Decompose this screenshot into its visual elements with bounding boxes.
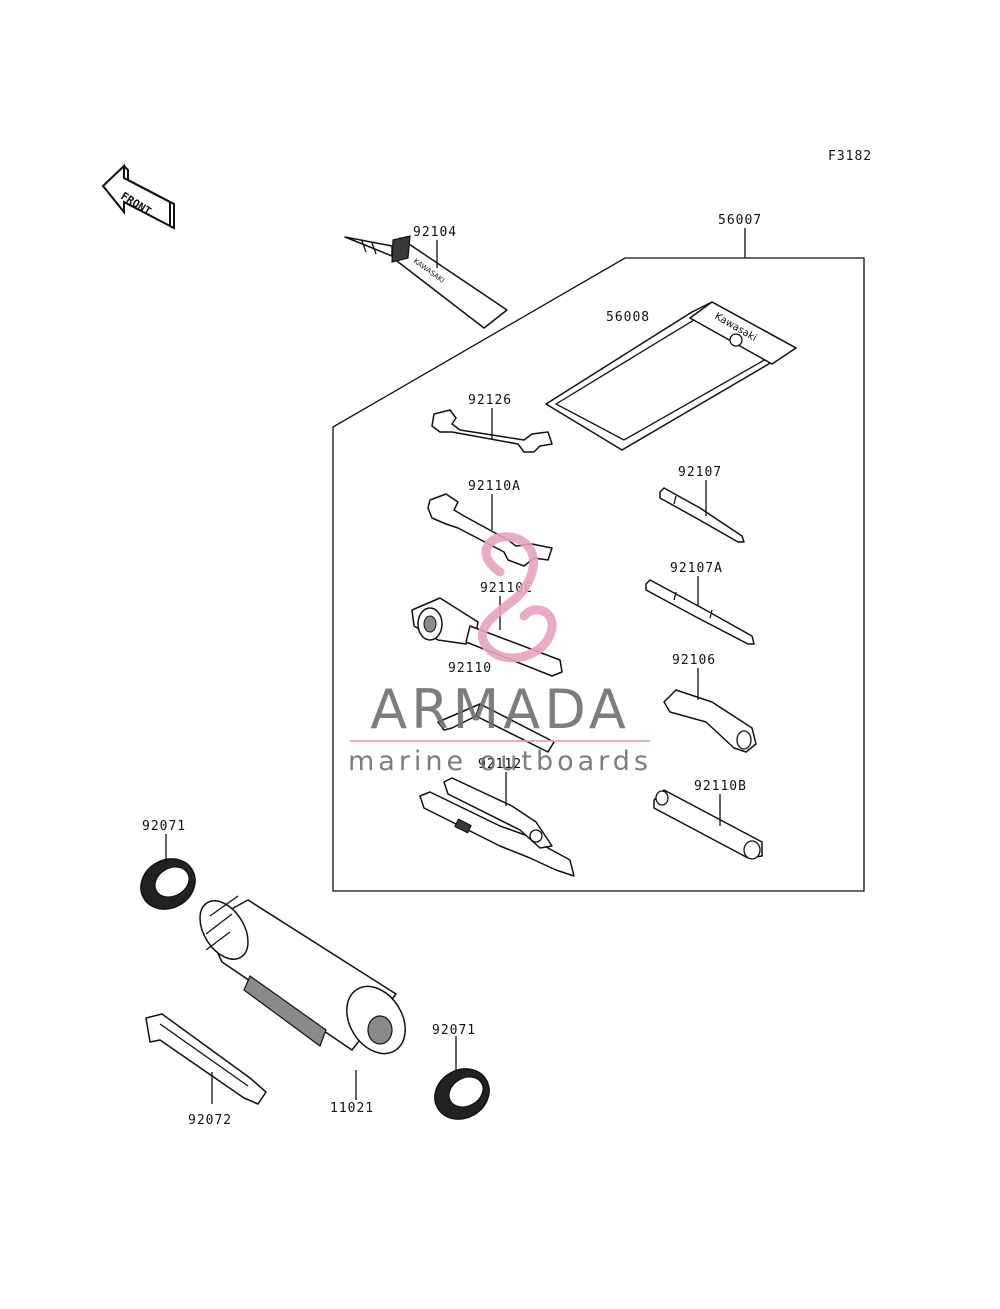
- figure-code: F3182: [828, 149, 872, 164]
- watermark-title: ARMADA: [370, 678, 630, 741]
- air-filter-11021: [199, 895, 406, 1055]
- box-tube-92110B: [653, 789, 763, 860]
- ring-92071-upper: [140, 858, 196, 910]
- watermark-subtitle: marine outboards: [348, 746, 652, 777]
- label-56007: 56007: [718, 213, 762, 228]
- label-92110A: 92110A: [468, 479, 521, 494]
- label-92071-upper: 92071: [142, 819, 186, 834]
- label-92107: 92107: [678, 465, 722, 480]
- label-92106: 92106: [672, 653, 716, 668]
- bracket-92072: [145, 1013, 267, 1105]
- watermark-logo: ARMADA marine outboards: [348, 532, 652, 777]
- ring-92071-lower: [434, 1068, 490, 1120]
- label-92126: 92126: [468, 393, 512, 408]
- wrench-92110A: [427, 493, 553, 567]
- watermark-swirl-icon: [477, 532, 557, 663]
- label-92072: 92072: [188, 1113, 232, 1128]
- label-92112: 92112: [478, 757, 522, 772]
- label-11021: 11021: [330, 1101, 374, 1116]
- label-92107A: 92107A: [670, 561, 723, 576]
- front-arrow-icon: FRONT: [101, 163, 175, 230]
- screwdriver-92107: [659, 487, 745, 543]
- tool-bag-56008: Kawasaki: [545, 301, 797, 451]
- grease-tube-92104: KAWASAKI: [344, 235, 508, 329]
- wrench-92126: [431, 409, 553, 453]
- label-92110: 92110: [448, 661, 492, 676]
- plug-wrench-92106: [663, 689, 757, 753]
- label-92104: 92104: [413, 225, 457, 240]
- label-92110B: 92110B: [694, 779, 747, 794]
- box-wrench-92110: [411, 597, 563, 677]
- tool-kit-outline: [332, 257, 865, 892]
- label-92071-lower: 92071: [432, 1023, 476, 1038]
- pliers-92112: [419, 777, 575, 877]
- label-56008: 56008: [606, 310, 650, 325]
- screwdriver-92107A: [645, 579, 755, 645]
